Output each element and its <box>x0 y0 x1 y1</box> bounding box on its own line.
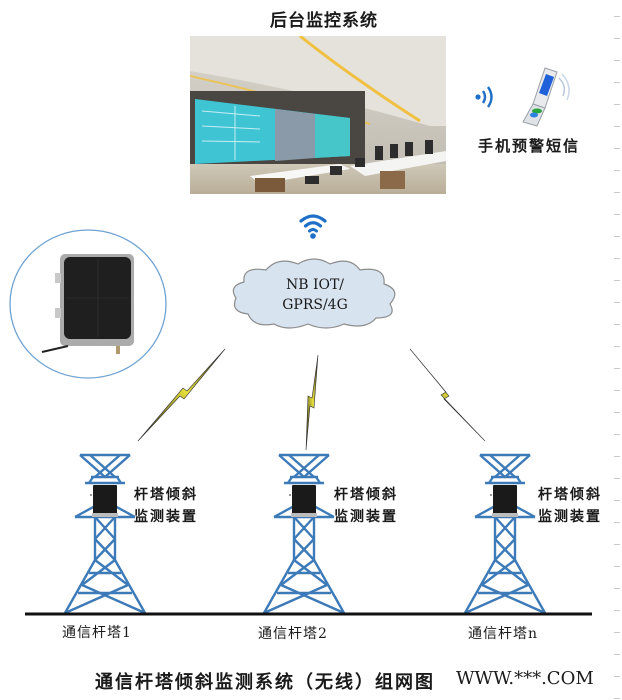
device-label-line: 监测装置 <box>538 509 602 525</box>
tower-name-1: 通信杆塔1 <box>62 625 132 641</box>
device-label-line: 杆塔倾斜 <box>538 487 602 503</box>
device-label-line: 杆塔倾斜 <box>334 487 398 503</box>
device-photo <box>8 228 168 384</box>
backend-title: 后台监控系统 <box>270 11 378 31</box>
cloud-line-1: NB IOT/ <box>285 277 345 293</box>
device-label-line: 监测装置 <box>134 509 198 525</box>
control-room-photo <box>190 36 446 194</box>
tower-2 <box>262 453 346 615</box>
diagram-caption: 通信杆塔倾斜监测系统（无线）组网图 <box>95 672 435 693</box>
mobile-alert-label: 手机预警短信 <box>478 137 581 155</box>
device-label-1: 杆塔倾斜 监测装置 <box>134 484 198 528</box>
device-label-n: 杆塔倾斜 监测装置 <box>538 484 602 528</box>
mobile-phone-icon <box>515 64 575 134</box>
lightning-link-1 <box>137 348 226 442</box>
lightning-link-3 <box>409 348 486 442</box>
cloud-line-2: GPRS/4G <box>282 297 348 313</box>
tower-name-n: 通信杆塔n <box>468 626 539 642</box>
device-label-line: 杆塔倾斜 <box>134 487 198 503</box>
lightning-link-2 <box>305 354 319 451</box>
watermark: WWW.***.COM <box>456 668 594 689</box>
tower-n <box>463 453 547 615</box>
tower-name-2: 通信杆塔2 <box>258 626 328 642</box>
device-label-line: 监测装置 <box>334 509 398 525</box>
network-cloud <box>226 252 404 336</box>
wifi-icon <box>298 212 328 244</box>
device-label-2: 杆塔倾斜 监测装置 <box>334 484 398 528</box>
network-protocols: NB IOT/ GPRS/4G <box>270 275 360 315</box>
signal-waves-icon <box>474 84 498 114</box>
tower-1 <box>63 453 147 615</box>
page-edge-dashes <box>614 0 620 700</box>
